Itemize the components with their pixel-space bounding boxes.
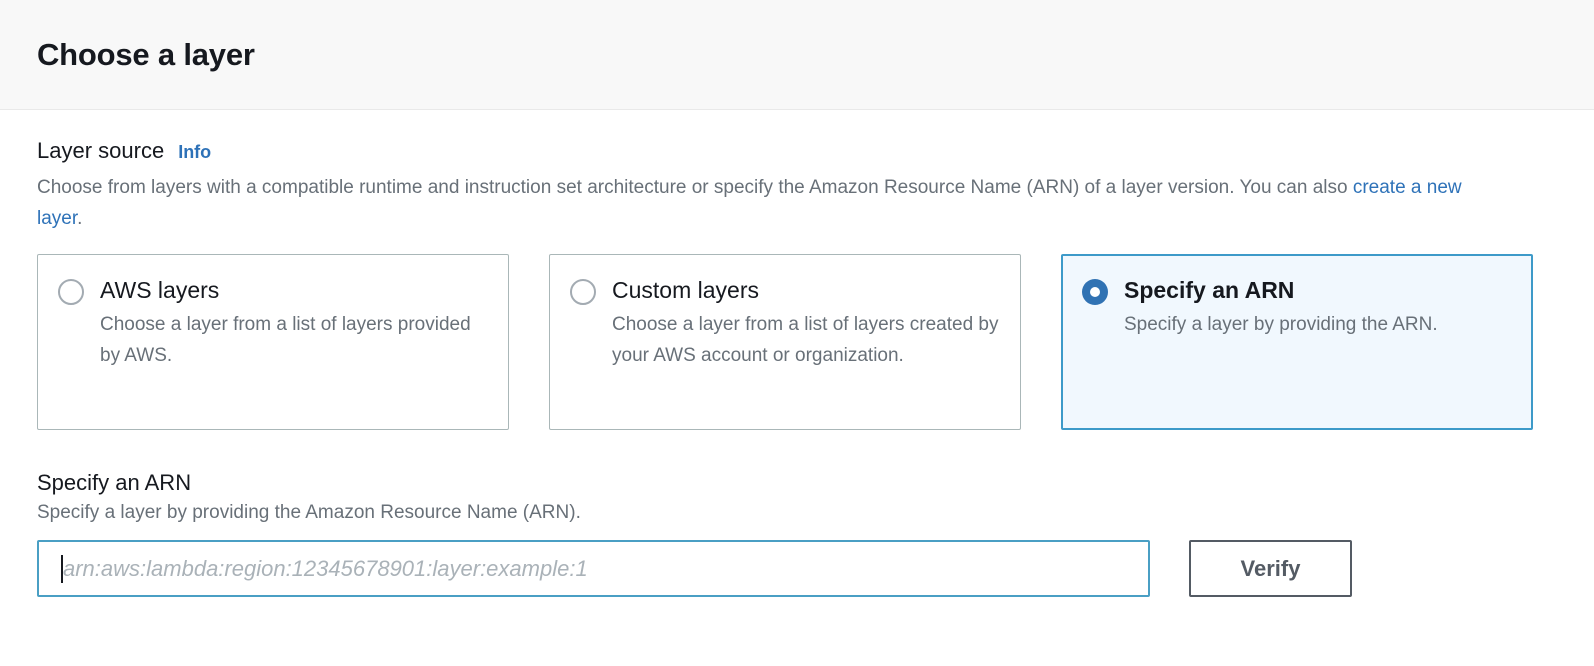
modal-header: Choose a layer — [0, 0, 1594, 110]
radio-card-description: Choose a layer from a list of layers cre… — [612, 314, 999, 366]
layer-source-label: Layer source — [37, 138, 165, 163]
layer-source-radio-group: AWS layers Choose a layer from a list of… — [37, 254, 1557, 430]
text-cursor — [61, 554, 63, 583]
layer-source-description: Choose from layers with a compatible run… — [37, 172, 1497, 234]
radio-card-aws-layers[interactable]: AWS layers Choose a layer from a list of… — [37, 254, 509, 430]
radio-card-title: AWS layers — [100, 277, 220, 303]
page-title: Choose a layer — [37, 36, 255, 72]
layer-source-description-suffix: . — [77, 208, 83, 229]
radio-card-description: Specify a layer by providing the ARN. — [1124, 314, 1438, 335]
arn-section-title: Specify an ARN — [37, 470, 192, 495]
layer-source-description-text: Choose from layers with a compatible run… — [37, 177, 1353, 198]
radio-card-title: Specify an ARN — [1124, 277, 1295, 303]
create-a-new-layer-link[interactable]: create a new layer — [37, 177, 1462, 229]
arn-input[interactable]: arn:aws:lambda:region:12345678901:layer:… — [37, 540, 1150, 597]
radio-inner-dot — [1090, 287, 1100, 297]
radio-card-title: Custom layers — [612, 277, 759, 303]
arn-section-description: Specify a layer by providing the Amazon … — [37, 502, 581, 523]
radio-icon-unselected[interactable] — [570, 279, 596, 305]
layer-source-label-row: Layer source Info — [37, 138, 1557, 164]
radio-card-specify-an-arn[interactable]: Specify an ARN Specify a layer by provid… — [1061, 254, 1533, 430]
radio-icon-selected[interactable] — [1082, 279, 1108, 305]
verify-button[interactable]: Verify — [1189, 540, 1352, 597]
info-link[interactable]: Info — [178, 142, 212, 162]
arn-input-row: arn:aws:lambda:region:12345678901:layer:… — [37, 540, 1557, 597]
modal-body: Layer source Info Choose from layers wit… — [0, 110, 1594, 597]
radio-card-custom-layers[interactable]: Custom layers Choose a layer from a list… — [549, 254, 1021, 430]
radio-icon-unselected[interactable] — [58, 279, 84, 305]
arn-section: Specify an ARN Specify a layer by provid… — [37, 470, 1557, 597]
radio-card-description: Choose a layer from a list of layers pro… — [100, 314, 471, 366]
arn-input-placeholder: arn:aws:lambda:region:12345678901:layer:… — [63, 555, 588, 581]
